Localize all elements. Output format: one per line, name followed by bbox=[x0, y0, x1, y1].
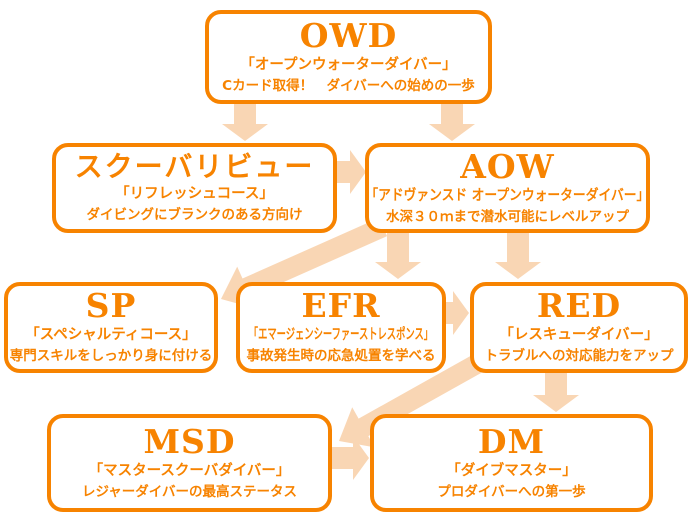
node-msd-desc: レジャーダイバーの最高ステータス bbox=[81, 483, 298, 500]
arrow-owd-to-review bbox=[222, 100, 268, 141]
arrow-red-to-dm bbox=[533, 368, 579, 412]
arrow-review-to-aow bbox=[330, 150, 366, 194]
node-aow: AOW 「アドヴァンスド オープンウォーターダイバー」 水深３０ｍまで潜水可能に… bbox=[365, 143, 650, 233]
arrow-aow-to-efr bbox=[375, 229, 421, 279]
node-msd-title: MSD bbox=[143, 421, 236, 461]
node-sp-title: SP bbox=[85, 286, 137, 326]
node-sp-subtitle: 「スペシャルティコース」 bbox=[25, 327, 197, 344]
node-efr: EFR 「エマージェンシーファーストレスポンス」 事故発生時の応急処置を学べる bbox=[236, 282, 446, 373]
node-scuba-review-subtitle: 「リフレッシュコース」 bbox=[115, 185, 274, 202]
node-efr-subtitle: 「エマージェンシーファーストレスポンス」 bbox=[248, 327, 434, 344]
node-owd: OWD 「オープンウォーターダイバー」 Cカード取得！ ダイバーへの始めの一歩 bbox=[205, 10, 492, 104]
node-dm-title: DM bbox=[477, 421, 546, 461]
node-scuba-review-desc: ダイビングにブランクのある方向け bbox=[86, 206, 303, 223]
node-scuba-review: スクーバリビュー 「リフレッシュコース」 ダイビングにブランクのある方向け bbox=[52, 143, 337, 233]
arrow-aow-to-red bbox=[495, 229, 541, 279]
node-red-title: RED bbox=[536, 286, 622, 326]
node-efr-desc: 事故発生時の応急処置を学べる bbox=[246, 348, 436, 365]
node-dm-subtitle: 「ダイブマスター」 bbox=[446, 462, 577, 479]
node-owd-title: OWD bbox=[299, 15, 398, 55]
node-dm: DM 「ダイブマスター」 プロダイバーへの第一歩 bbox=[370, 414, 653, 512]
node-msd-subtitle: 「マスタースクーバダイバー」 bbox=[88, 462, 291, 479]
node-sp-desc: 専門スキルをしっかり身に付ける bbox=[9, 348, 213, 365]
node-efr-title: EFR bbox=[301, 286, 381, 326]
node-scuba-review-title: スクーバリビュー bbox=[74, 149, 315, 183]
node-red-subtitle: 「レスキューダイバー」 bbox=[499, 327, 659, 344]
node-sp: SP 「スペシャルティコース」 専門スキルをしっかり身に付ける bbox=[4, 282, 218, 373]
node-owd-subtitle: 「オープンウォーターダイバー」 bbox=[240, 56, 457, 73]
node-red: RED 「レスキューダイバー」 トラブルへの対応能力をアップ bbox=[470, 282, 688, 373]
node-aow-title: AOW bbox=[460, 146, 555, 186]
node-aow-subtitle: 「アドヴァンスド オープンウォーターダイバー」 bbox=[365, 187, 650, 204]
arrow-msd-to-dm bbox=[328, 436, 369, 480]
node-aow-desc: 水深３０ｍまで潜水可能にレベルアップ bbox=[386, 208, 629, 225]
node-dm-desc: プロダイバーへの第一歩 bbox=[437, 483, 586, 500]
arrow-owd-to-aow bbox=[429, 100, 475, 141]
node-red-desc: トラブルへの対応能力をアップ bbox=[484, 348, 674, 365]
node-owd-desc: Cカード取得！ ダイバーへの始めの一歩 bbox=[222, 77, 475, 94]
node-msd: MSD 「マスタースクーバダイバー」 レジャーダイバーの最高ステータス bbox=[47, 414, 332, 512]
